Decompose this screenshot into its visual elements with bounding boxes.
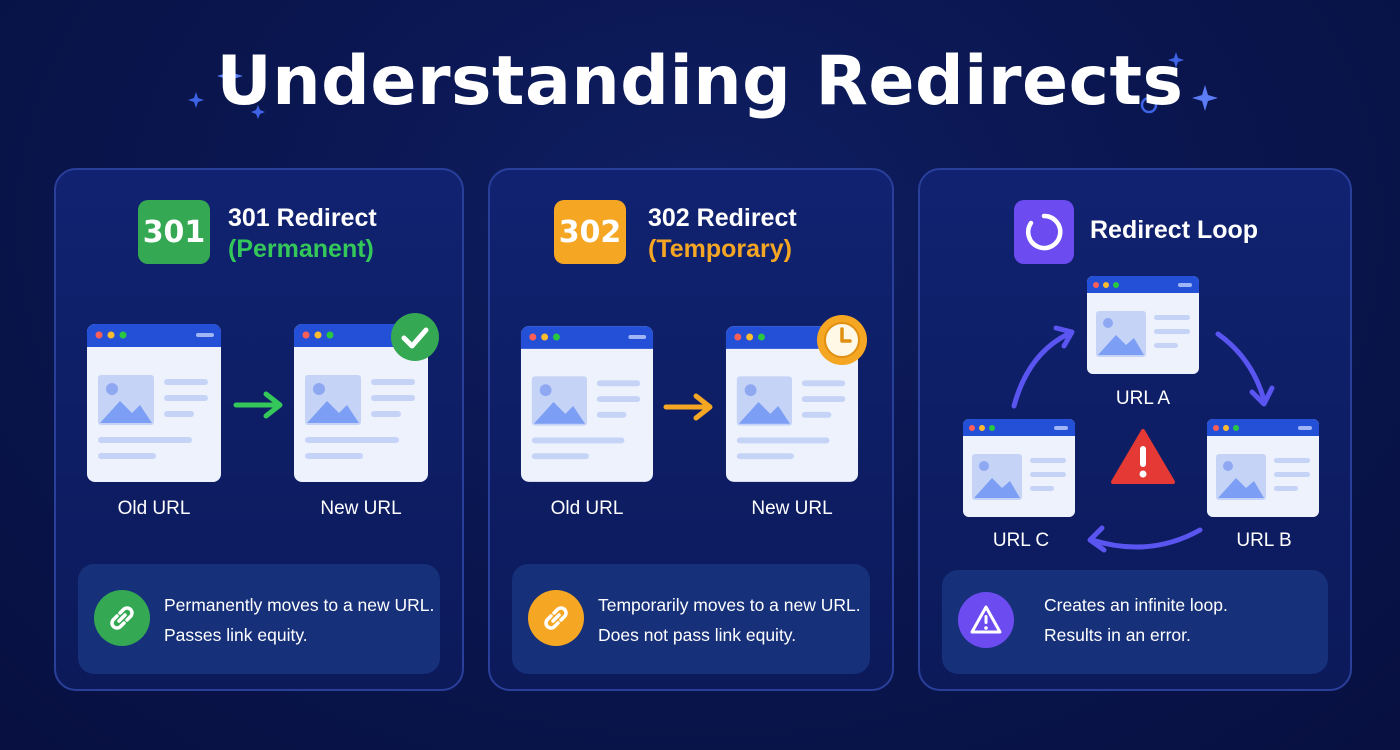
panel-302-redirect: 302 302 Redirect (Temporary) Old U [488, 168, 894, 691]
warning-icon [1111, 429, 1175, 484]
arrow-b-to-c [1089, 527, 1203, 550]
panel-heading: Redirect Loop [1090, 216, 1259, 244]
url-c-label: URL C [992, 530, 1050, 551]
info-line: Permanently moves to a new URL. [164, 595, 435, 615]
arrow-a-to-b [1215, 331, 1267, 403]
sparkle-icon [1192, 85, 1218, 111]
clock-icon [817, 315, 867, 365]
sparkle-icon [188, 92, 204, 108]
info-line: Does not pass link equity. [598, 625, 797, 645]
info-box: Permanently moves to a new URL. Passes l… [78, 564, 440, 674]
panel-heading: 302 Redirect [648, 204, 797, 232]
badge-301: 301 [138, 200, 210, 264]
loop-arrows [1011, 325, 1275, 553]
info-text: Permanently moves to a new URL. Passes l… [164, 590, 434, 650]
new-url-label: New URL [751, 498, 833, 519]
info-line: Results in an error. [1044, 625, 1191, 645]
arrow-right-icon [663, 393, 713, 421]
info-line: Creates an infinite loop. [1044, 595, 1228, 615]
sparkle-icon [251, 105, 265, 119]
warning-icon [958, 592, 1014, 648]
link-icon [528, 590, 584, 646]
panel-redirect-loop: Redirect Loop [918, 168, 1352, 691]
old-url-label: Old URL [117, 498, 191, 519]
panel-subheading: (Permanent) [228, 235, 374, 263]
url-a-label: URL A [1115, 388, 1171, 409]
page-title: Understanding Redirects [216, 42, 1184, 121]
info-text: Temporarily moves to a new URL. Does not… [598, 590, 861, 650]
url-c-window [963, 419, 1075, 517]
sparkle-icon [1168, 52, 1184, 68]
info-line: Passes link equity. [164, 625, 308, 645]
check-icon [391, 313, 439, 361]
arrow-right-icon [233, 391, 283, 419]
new-url-window [294, 324, 428, 482]
new-url-label: New URL [320, 498, 402, 519]
info-line: Temporarily moves to a new URL. [598, 595, 861, 615]
loop-icon [1014, 200, 1074, 264]
sparkles-decoration [188, 52, 1218, 119]
info-box: Temporarily moves to a new URL. Does not… [512, 564, 870, 674]
ring-decoration [1140, 96, 1158, 114]
badge-302: 302 [554, 200, 626, 264]
old-url-window [87, 324, 221, 482]
url-b-label: URL B [1236, 530, 1292, 551]
old-url-window [520, 326, 654, 482]
link-icon [94, 590, 150, 646]
info-text: Creates an infinite loop. Results in an … [1044, 590, 1228, 650]
panel-subheading: (Temporary) [648, 235, 793, 263]
panel-heading: 301 Redirect [228, 204, 377, 232]
url-b-window [1207, 419, 1319, 517]
info-box: Creates an infinite loop. Results in an … [942, 570, 1328, 674]
url-a-window [1087, 276, 1199, 374]
panel-301-redirect: 301 301 Redirect (Permanent) Old URL [54, 168, 464, 691]
old-url-label: Old URL [550, 498, 624, 519]
sparkle-icon [217, 63, 243, 89]
